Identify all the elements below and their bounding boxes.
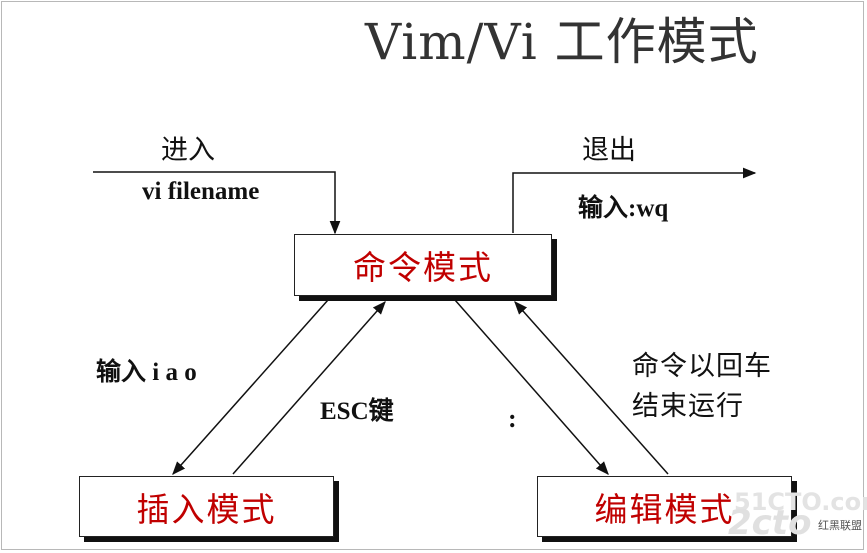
esc-key-label: ESC键 — [320, 398, 394, 425]
to-insert-arrow — [172, 299, 329, 476]
exit-label: 退出 — [582, 135, 636, 166]
input-iao-label: 输入 i a o — [96, 359, 197, 386]
watermark-site: 51CTO.com — [734, 488, 867, 516]
command-return-label-1: 命令以回车 — [632, 351, 772, 382]
esc-arrow — [232, 300, 386, 475]
edit-mode-box: 编辑模式 — [537, 476, 792, 537]
command-mode-box: 命令模式 — [294, 234, 552, 296]
watermark-tag: 红黑联盟 — [818, 519, 862, 532]
exit-command-label: 输入:wq — [578, 195, 669, 222]
command-return-label-2: 结束运行 — [632, 391, 744, 422]
insert-mode-box: 插入模式 — [79, 476, 334, 537]
exit-arrow — [512, 167, 757, 233]
command-mode-label: 命令模式 — [353, 248, 493, 287]
page-title: Vim/Vi 工作模式 — [365, 13, 759, 71]
enter-label: 进入 — [161, 135, 215, 166]
enter-arrow — [93, 171, 341, 235]
edit-mode-label: 编辑模式 — [594, 489, 735, 529]
watermark-logo: 2cto — [728, 503, 812, 543]
return-arrow — [514, 300, 669, 475]
colon-label: : — [508, 404, 517, 433]
enter-command-label: vi filename — [142, 178, 260, 205]
insert-mode-label: 插入模式 — [136, 489, 277, 529]
to-edit-arrow — [454, 299, 609, 476]
